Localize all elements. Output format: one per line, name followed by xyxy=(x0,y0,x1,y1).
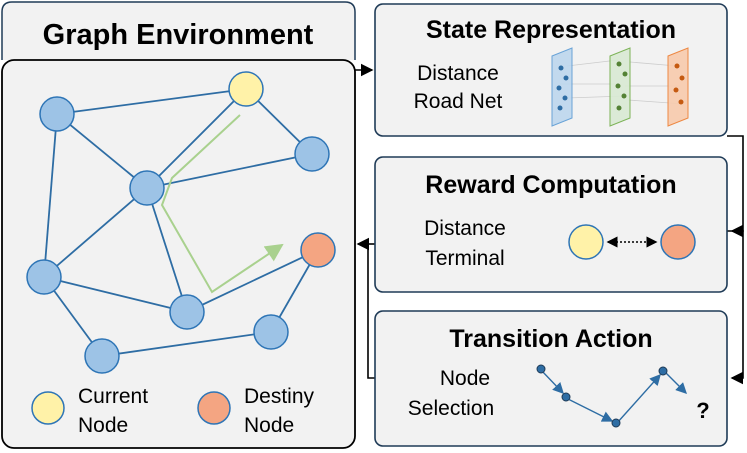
graph-node xyxy=(294,136,330,172)
network-layers-icon xyxy=(551,47,689,127)
destiny-node xyxy=(300,232,336,268)
state-representation-title: State Representation xyxy=(426,16,676,44)
legend-destiny-line2: Node xyxy=(244,414,294,437)
graph-node xyxy=(39,96,75,132)
flow-connectors xyxy=(355,63,744,385)
transition-action-box xyxy=(374,310,728,447)
graph-environment-title: Graph Environment xyxy=(43,19,314,51)
graph-environment-tab xyxy=(1,1,356,60)
transition-action-title: Transition Action xyxy=(449,325,652,353)
transition-line1: Node xyxy=(440,367,490,390)
graph-node xyxy=(253,314,289,350)
reward-current-node xyxy=(568,224,604,260)
arrow-state-to-reward xyxy=(727,135,744,238)
transition-action-panel: Transition Action Node Selection ? xyxy=(374,310,728,447)
state-line2: Road Net xyxy=(414,90,503,113)
reward-computation-panel: Reward Computation Distance Terminal xyxy=(374,156,728,293)
graph-node xyxy=(169,294,205,330)
graph-node xyxy=(26,259,62,295)
legend: Current Node Destiny Node xyxy=(31,385,315,437)
legend-current-line1: Current xyxy=(78,385,148,408)
graph-environment-panel: Graph Environment xyxy=(1,1,356,449)
graph-nodes xyxy=(26,96,330,374)
state-line1: Distance xyxy=(417,62,499,85)
unknown-next-node-label: ? xyxy=(696,398,709,423)
route-path xyxy=(160,114,284,294)
node-selection-path xyxy=(540,369,687,424)
reward-computation-box xyxy=(374,156,728,293)
legend-destiny-line1: Destiny xyxy=(244,385,315,408)
reward-line2: Terminal xyxy=(425,247,504,270)
arrow-transition-to-graph xyxy=(356,237,375,379)
reward-computation-title: Reward Computation xyxy=(425,171,676,199)
legend-current-line2: Node xyxy=(78,414,128,437)
reward-destiny-node xyxy=(660,224,696,260)
legend-destiny-swatch xyxy=(197,391,231,425)
transition-line2: Selection xyxy=(408,397,494,420)
state-representation-box xyxy=(374,3,728,137)
arrow-reward-to-transition xyxy=(727,230,744,385)
graph-node xyxy=(84,338,120,374)
state-representation-panel: State Representation Distance Road Net xyxy=(374,3,728,137)
current-node xyxy=(228,71,264,107)
legend-current-swatch xyxy=(31,391,65,425)
graph-node xyxy=(129,170,165,206)
selection-nodes xyxy=(536,364,668,428)
reward-line1: Distance xyxy=(424,217,506,240)
